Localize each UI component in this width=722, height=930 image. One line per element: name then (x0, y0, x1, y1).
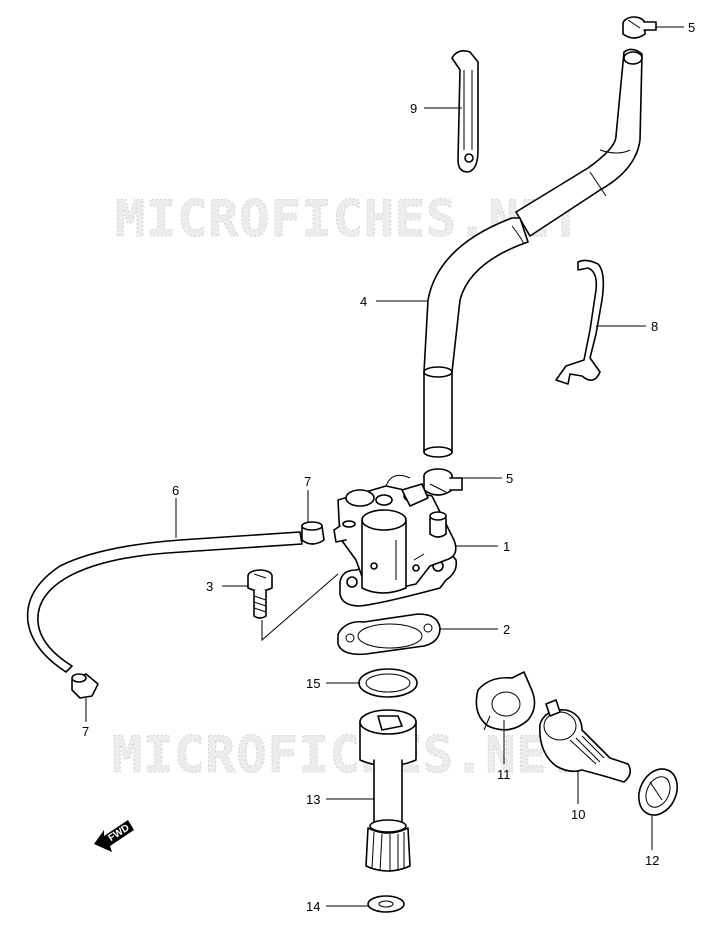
callout-7-upper: 7 (304, 474, 311, 489)
bolt[interactable] (247, 569, 273, 619)
callout-12: 12 (645, 853, 659, 868)
callout-4: 4 (360, 294, 367, 309)
callout-15: 15 (306, 676, 320, 691)
callout-9: 9 (410, 101, 417, 116)
drive-sleeve[interactable] (539, 699, 632, 783)
vent-tube[interactable] (26, 531, 303, 673)
watermark-top: MICROFICHES.NET (115, 190, 582, 248)
bushing-clip[interactable] (475, 671, 536, 731)
callout-2: 2 (503, 622, 510, 637)
hose-section[interactable] (423, 217, 529, 458)
callout-14: 14 (306, 899, 320, 914)
o-ring[interactable] (358, 668, 418, 698)
callout-6: 6 (172, 483, 179, 498)
callout-7-lower: 7 (82, 724, 89, 739)
oil-pump-body[interactable] (333, 474, 458, 607)
callout-13: 13 (306, 792, 320, 807)
callout-8: 8 (651, 319, 658, 334)
upper-hose[interactable] (515, 48, 643, 237)
tube-cap-lower[interactable] (71, 673, 99, 699)
callout-5-top: 5 (688, 20, 695, 35)
callout-5-mid: 5 (506, 471, 513, 486)
watermark-bottom: MICROFICHES.NET (112, 726, 579, 784)
tube-cap-upper[interactable] (301, 521, 325, 545)
washer[interactable] (367, 895, 405, 913)
callout-11: 11 (497, 767, 511, 782)
callout-10: 10 (571, 807, 585, 822)
hose-clamp-mid[interactable] (423, 468, 463, 496)
bolt-guide-line (261, 573, 339, 642)
hose-clamp-top[interactable] (622, 16, 657, 39)
gasket[interactable] (337, 613, 441, 656)
oil-seal[interactable] (632, 763, 685, 822)
forward-arrow-icon: FWD (94, 820, 134, 852)
hose-bracket[interactable] (451, 50, 479, 173)
callout-1: 1 (503, 539, 510, 554)
wire-clip[interactable] (555, 259, 605, 385)
driven-gear-shaft[interactable] (359, 709, 417, 872)
callout-3: 3 (206, 579, 213, 594)
